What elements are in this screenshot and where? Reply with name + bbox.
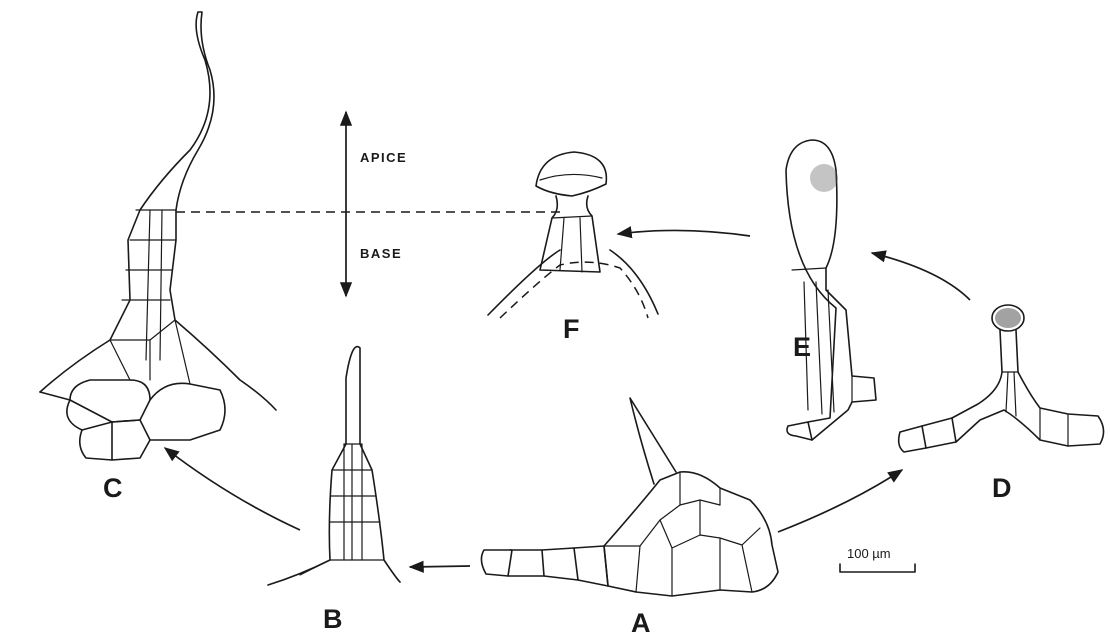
arrow-a-to-d [778, 470, 902, 532]
label-f: F [563, 314, 580, 344]
scale-bar [840, 564, 915, 572]
stage-c-drawing [40, 12, 276, 460]
label-b: B [323, 604, 343, 634]
axis-label-base: BASE [360, 246, 402, 261]
label-c: C [103, 473, 123, 503]
scale-bar-label: 100 µm [847, 546, 891, 561]
stage-d-drawing [899, 305, 1104, 452]
stage-b-drawing [268, 347, 400, 585]
label-a: A [631, 608, 651, 638]
arrow-a-to-b [410, 566, 470, 567]
arrow-b-to-c [165, 448, 300, 530]
label-e: E [793, 332, 811, 362]
arrow-e-to-f [618, 230, 750, 236]
stage-f-drawing [488, 152, 658, 318]
stage-e-drawing [786, 140, 876, 440]
axis-label-apice: APICE [360, 150, 407, 165]
stage-a-drawing [481, 398, 778, 596]
label-d: D [992, 473, 1012, 503]
arrow-d-to-e [872, 253, 970, 300]
